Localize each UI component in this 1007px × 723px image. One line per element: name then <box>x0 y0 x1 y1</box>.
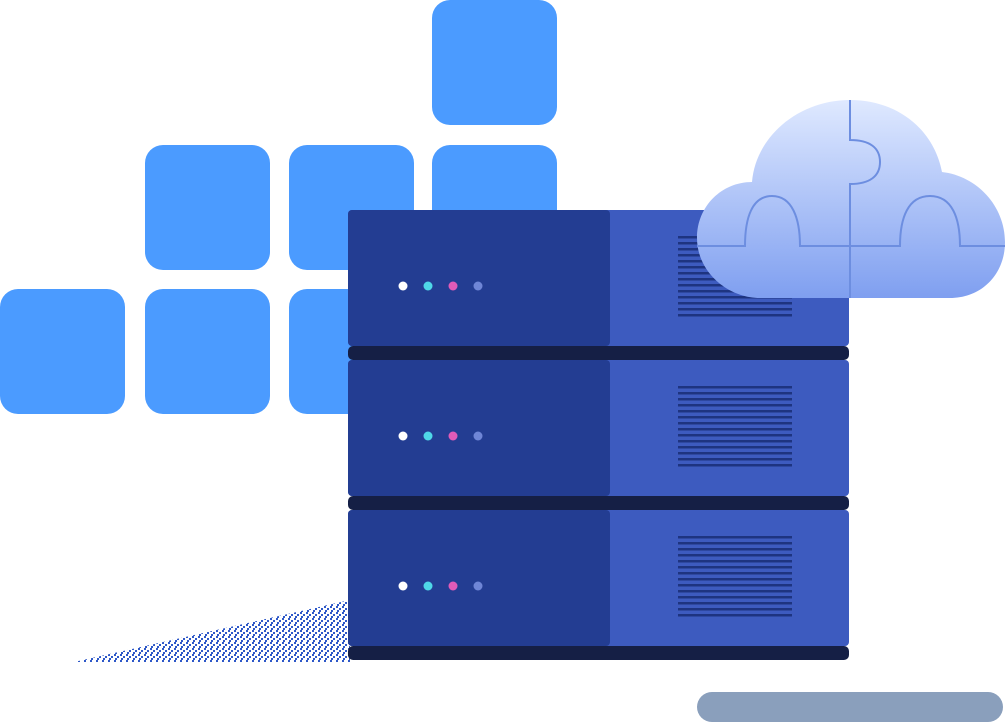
server-unit-base <box>348 496 849 510</box>
vent-line <box>678 314 792 317</box>
vent-line <box>678 464 792 467</box>
status-led <box>473 281 483 291</box>
server-unit-base <box>348 646 849 660</box>
status-led <box>423 581 433 591</box>
vent-line <box>678 416 792 419</box>
server-unit-front <box>348 360 610 496</box>
vent-line <box>678 404 792 407</box>
floor-shadow <box>74 600 350 662</box>
vent-line <box>678 392 792 395</box>
vent-line <box>678 572 792 575</box>
status-led <box>448 431 458 441</box>
cloud-puzzle-seams <box>697 100 1005 298</box>
vent-line <box>678 398 792 401</box>
vent-line <box>678 296 792 299</box>
vent-line <box>678 428 792 431</box>
status-led <box>448 281 458 291</box>
vent-line <box>678 458 792 461</box>
vent-line <box>678 602 792 605</box>
status-led <box>473 581 483 591</box>
vent-line <box>678 614 792 617</box>
vent-line <box>678 560 792 563</box>
vent-grille <box>678 536 792 617</box>
vent-line <box>678 386 792 389</box>
vent-line <box>678 410 792 413</box>
status-led <box>423 431 433 441</box>
vent-line <box>678 548 792 551</box>
vent-line <box>678 452 792 455</box>
server-unit <box>348 510 849 660</box>
vent-line <box>678 584 792 587</box>
server-unit-base <box>348 346 849 360</box>
vent-line <box>678 566 792 569</box>
vent-line <box>678 608 792 611</box>
server-unit-front <box>348 510 610 646</box>
tile <box>145 289 270 414</box>
floor-bar <box>697 692 1003 722</box>
status-led <box>423 281 433 291</box>
status-led <box>398 281 408 291</box>
vent-line <box>678 422 792 425</box>
status-led <box>448 581 458 591</box>
vent-line <box>678 554 792 557</box>
tile <box>145 145 270 270</box>
vent-line <box>678 308 792 311</box>
status-led <box>398 581 408 591</box>
vent-line <box>678 302 792 305</box>
tile <box>0 289 125 414</box>
server-unit-front <box>348 210 610 346</box>
vent-line <box>678 446 792 449</box>
tile <box>432 0 557 125</box>
vent-line <box>678 596 792 599</box>
server-unit <box>348 360 849 510</box>
vent-line <box>678 590 792 593</box>
vent-line <box>678 434 792 437</box>
vent-line <box>678 578 792 581</box>
puzzle-cloud-icon <box>697 100 1005 298</box>
vent-line <box>678 542 792 545</box>
status-led <box>398 431 408 441</box>
vent-line <box>678 536 792 539</box>
vent-grille <box>678 386 792 467</box>
status-led <box>473 431 483 441</box>
vent-line <box>678 440 792 443</box>
